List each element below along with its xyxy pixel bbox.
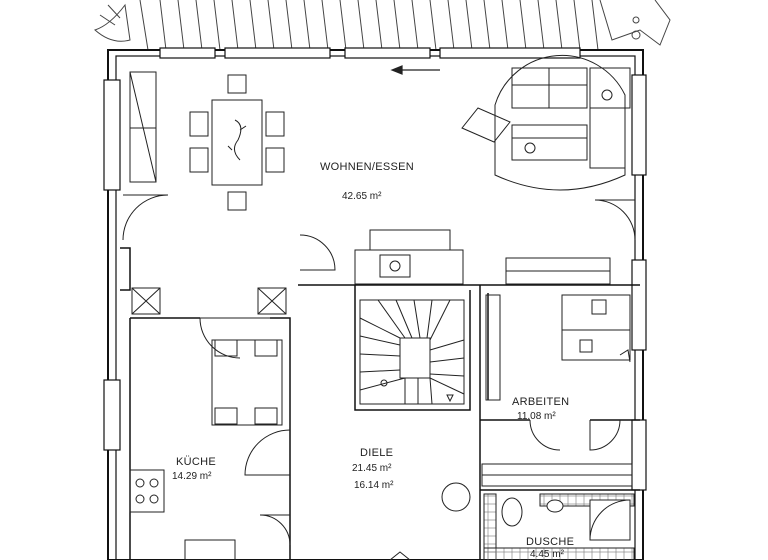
room-area-diele: 21.45 m²	[352, 463, 392, 474]
room-label-diele: DIELE	[360, 447, 394, 459]
sideboard	[505, 257, 611, 285]
desk	[485, 294, 631, 401]
fireplace	[354, 229, 464, 285]
room-label-arbeiten: ARBEITEN	[512, 396, 570, 408]
room-area-diele-2: 16.14 m²	[354, 480, 394, 491]
room-label-kueche: KÜCHE	[176, 456, 217, 468]
doors	[122, 194, 636, 546]
cabinet-left	[129, 71, 157, 183]
window-boxes	[131, 287, 287, 315]
direction-arrow	[390, 65, 440, 75]
diele-furniture	[389, 463, 633, 560]
interior-walls	[120, 247, 640, 560]
room-label-wohnen: WOHNEN/ESSEN	[320, 161, 415, 173]
sofa-set	[461, 54, 631, 191]
room-label-dusche: DUSCHE	[526, 536, 575, 548]
terrace-hatching	[94, 0, 671, 51]
staircase	[359, 299, 465, 405]
room-area-kueche: 14.29 m²	[172, 471, 212, 482]
bathroom-fixtures	[483, 493, 635, 560]
room-area-arbeiten: 11.08 m²	[517, 411, 556, 422]
room-area-dusche: 4.45 m²	[530, 549, 564, 560]
outer-walls	[103, 47, 647, 560]
kitchen-furniture	[129, 339, 283, 560]
dining-set	[189, 74, 285, 211]
room-area-wohnen: 42.65 m²	[342, 191, 382, 202]
